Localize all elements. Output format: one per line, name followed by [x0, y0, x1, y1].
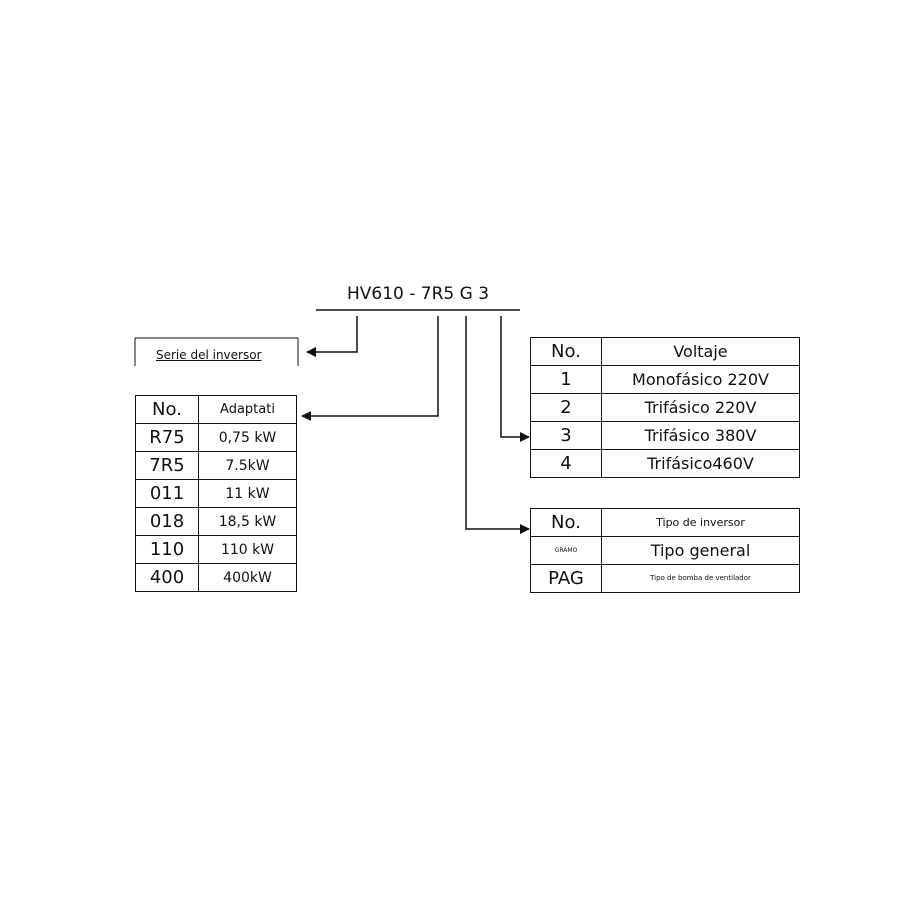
table-row: 3 Trifásico 380V [530, 421, 800, 450]
model-code: HV610 - 7R5 G 3 [346, 284, 490, 304]
table-row: R75 0,75 kW [135, 423, 297, 452]
code-cell: PAG [530, 564, 602, 593]
code-cell: 110 [135, 535, 199, 564]
header-no: No. [530, 508, 602, 537]
series-arrow [306, 316, 358, 357]
voltage-table: No. Voltaje 1 Monofásico 220V 2 Trifásic… [530, 337, 800, 478]
power-cell: 7.5kW [198, 451, 297, 480]
voltage-cell: Trifásico 380V [601, 421, 800, 450]
table-header-row: No. Adaptati [135, 395, 297, 424]
table-row: 2 Trifásico 220V [530, 393, 800, 422]
type-arrow [465, 316, 530, 534]
power-cell: 110 kW [198, 535, 297, 564]
header-voltage: Voltaje [601, 337, 800, 366]
table-row: 1 Monofásico 220V [530, 365, 800, 394]
code-cell: 1 [530, 365, 602, 394]
code-cell: R75 [135, 423, 199, 452]
table-row: 7R5 7.5kW [135, 451, 297, 480]
power-cell: 18,5 kW [198, 507, 297, 536]
table-row: 110 110 kW [135, 535, 297, 564]
power-rating-table: No. Adaptati R75 0,75 kW 7R5 7.5kW 011 1… [135, 395, 297, 592]
code-cell: 011 [135, 479, 199, 508]
header-rating: Adaptati [198, 395, 297, 424]
table-row: 400 400kW [135, 563, 297, 592]
voltage-cell: Monofásico 220V [601, 365, 800, 394]
table-row: PAG Tipo de bomba de ventilador [530, 564, 800, 593]
header-no: No. [530, 337, 602, 366]
code-cell: 018 [135, 507, 199, 536]
header-type: Tipo de inversor [601, 508, 800, 537]
power-cell: 0,75 kW [198, 423, 297, 452]
table-header-row: No. Tipo de inversor [530, 508, 800, 537]
series-label: Serie del inversor [156, 348, 262, 362]
code-cell: GRAMO [530, 536, 602, 565]
table-row: 011 11 kW [135, 479, 297, 508]
code-cell: 400 [135, 563, 199, 592]
series-bracket [134, 337, 299, 366]
code-cell: 4 [530, 449, 602, 478]
voltage-arrow [500, 316, 530, 442]
code-cell: 7R5 [135, 451, 199, 480]
table-row: 018 18,5 kW [135, 507, 297, 536]
type-cell: Tipo general [601, 536, 800, 565]
table-row: 4 Trifásico460V [530, 449, 800, 478]
table-row: GRAMO Tipo general [530, 536, 800, 565]
power-cell: 400kW [198, 563, 297, 592]
code-cell: 2 [530, 393, 602, 422]
voltage-cell: Trifásico 220V [601, 393, 800, 422]
header-no: No. [135, 395, 199, 424]
table-header-row: No. Voltaje [530, 337, 800, 366]
inverter-type-table: No. Tipo de inversor GRAMO Tipo general … [530, 508, 800, 593]
power-arrow [301, 316, 439, 421]
type-cell: Tipo de bomba de ventilador [601, 564, 800, 593]
code-cell: 3 [530, 421, 602, 450]
power-cell: 11 kW [198, 479, 297, 508]
voltage-cell: Trifásico460V [601, 449, 800, 478]
